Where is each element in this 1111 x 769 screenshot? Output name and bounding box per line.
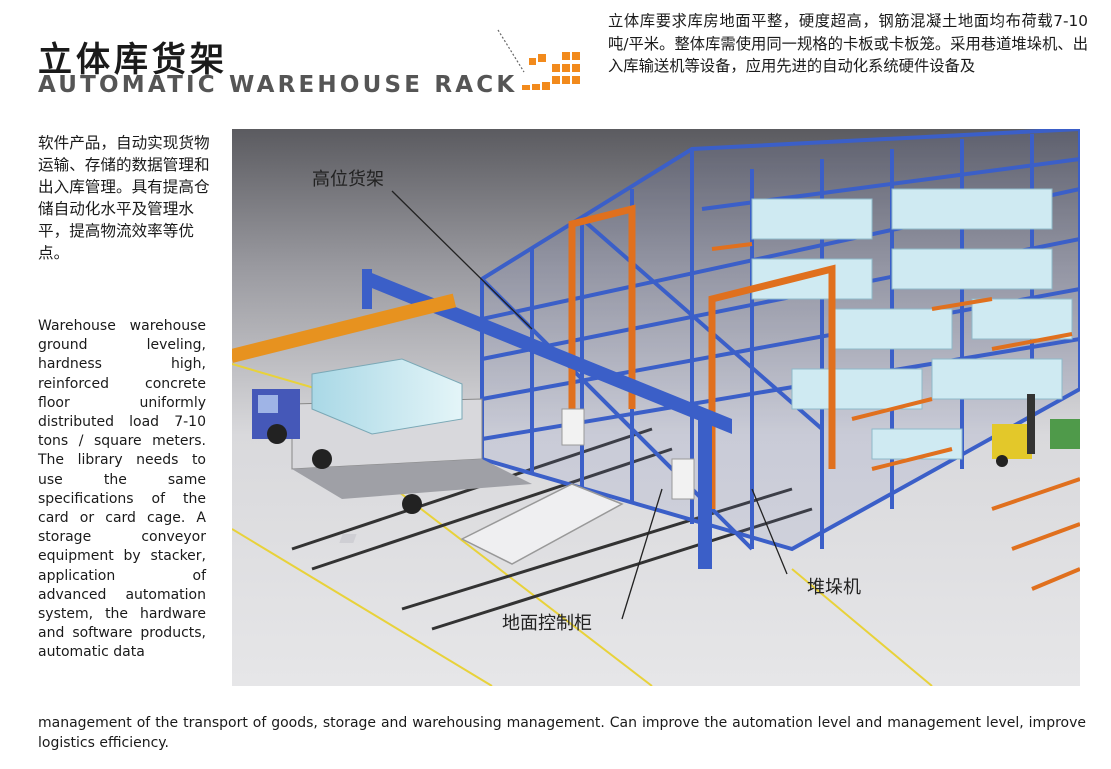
- side-chinese-paragraph: 软件产品，自动实现货物运输、存储的数据管理和出入库管理。具有提高仓储自动化水平及…: [38, 134, 210, 262]
- label-control-cabinet: 地面控制柜: [502, 613, 592, 634]
- title-english: AUTOMATIC WAREHOUSE RACK: [38, 72, 518, 98]
- intro-chinese-paragraph: 立体库要求库房地面平整，硬度超高，钢筋混凝土地面均布荷载7-10吨/平米。整体库…: [608, 12, 1088, 75]
- title-chinese: 立体库货架: [38, 40, 228, 80]
- warehouse-illustration: 高位货架 堆垛机 地面控制柜: [232, 129, 1080, 686]
- label-stacker: 堆垛机: [807, 577, 861, 598]
- label-high-rack: 高位货架: [312, 169, 384, 190]
- brand-logo-icon: [497, 29, 580, 90]
- forklift: [992, 394, 1035, 467]
- truck: [252, 358, 532, 514]
- side-english-paragraph: Warehouse warehouse ground leveling, har…: [38, 318, 206, 661]
- stacker-frame: [568, 204, 836, 509]
- pallet-cage: [339, 483, 624, 565]
- bottom-english-paragraph: management of the transport of goods, st…: [38, 715, 1086, 751]
